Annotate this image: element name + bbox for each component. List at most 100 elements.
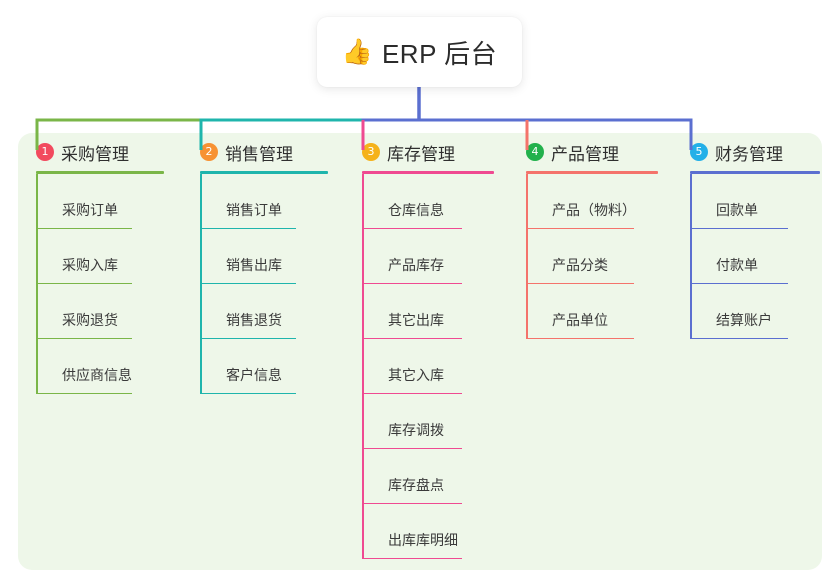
branch-item[interactable]: 产品库存: [362, 229, 514, 284]
branch-item-label: 产品分类: [552, 257, 608, 273]
branch-number-badge: 4: [526, 143, 544, 161]
branch-header[interactable]: 3 库存管理: [344, 133, 514, 171]
branch-item[interactable]: 仓库信息: [362, 174, 514, 229]
branch-item[interactable]: 库存调拨: [362, 394, 514, 449]
branch-item-label: 库存调拨: [388, 422, 444, 438]
branch-item-rule: [200, 282, 296, 284]
branch-items: 产品（物料） 产品分类产品单位: [508, 174, 678, 339]
branch-header[interactable]: 1 采购管理: [18, 133, 182, 171]
branch-columns: 1 采购管理采购订单采购入库采购退货供应商信息 2 销售管理销售订单销售出库销售退货客…: [18, 133, 822, 570]
branch-number-badge: 3: [362, 143, 380, 161]
branch-header[interactable]: 5 财务管理: [672, 133, 836, 171]
branch-item-rule: [690, 282, 788, 284]
branch-header-rule: [36, 171, 164, 174]
branch-item-rule: [362, 337, 462, 339]
branch-item[interactable]: 其它出库: [362, 284, 514, 339]
branch-items: 销售订单销售出库销售退货客户信息: [182, 174, 346, 394]
branch-title: 财务管理: [715, 144, 783, 164]
branch-item[interactable]: 销售退货: [200, 284, 346, 339]
branch-item-label: 仓库信息: [388, 202, 444, 218]
branch-item[interactable]: 供应商信息: [36, 339, 182, 394]
branch-item-rule: [362, 282, 462, 284]
branch-item[interactable]: 产品（物料）: [526, 174, 678, 229]
branch-item-rule: [526, 337, 634, 339]
branch-header-rule: [362, 171, 494, 174]
branch-number-badge: 1: [36, 143, 54, 161]
branch-item-rule: [36, 282, 132, 284]
branch-item-label: 出库库明细: [388, 532, 458, 548]
root-node[interactable]: 👍 ERP 后台: [317, 17, 522, 87]
branch-column: 2 销售管理销售订单销售出库销售退货客户信息: [182, 133, 346, 394]
branch-item-label: 销售出库: [226, 257, 282, 273]
branch-item-rule: [526, 282, 634, 284]
root-node-content: 👍 ERP 后台: [342, 34, 497, 71]
branch-item[interactable]: 付款单: [690, 229, 836, 284]
branch-item[interactable]: 其它入库: [362, 339, 514, 394]
branch-item[interactable]: 产品单位: [526, 284, 678, 339]
branch-item-rule: [362, 557, 462, 559]
branch-item-rule: [690, 337, 788, 339]
branch-column: 5 财务管理回款单付款单结算账户: [672, 133, 836, 339]
branch-header[interactable]: 4 产品管理: [508, 133, 678, 171]
branch-item-rule: [362, 502, 462, 504]
branch-item[interactable]: 产品分类: [526, 229, 678, 284]
branch-item-label: 采购入库: [62, 257, 118, 273]
branch-item-rule: [690, 227, 788, 229]
branch-item-rule: [526, 227, 634, 229]
root-node-title: ERP 后台: [381, 38, 498, 69]
branch-item-label: 产品库存: [388, 257, 444, 273]
branch-item-label: 产品单位: [552, 312, 608, 328]
branch-spine: [690, 174, 692, 339]
branch-item-label: 结算账户: [716, 312, 772, 328]
branch-item-label: 其它出库: [388, 312, 444, 328]
branch-item[interactable]: 采购入库: [36, 229, 182, 284]
branch-item-rule: [200, 337, 296, 339]
branch-item[interactable]: 销售订单: [200, 174, 346, 229]
branch-item[interactable]: 采购订单: [36, 174, 182, 229]
branch-item-rule: [36, 392, 132, 394]
branch-column: 3 库存管理仓库信息产品库存其它出库其它入库库存调拨库存盘点出库库明细: [344, 133, 514, 559]
branch-spine: [36, 174, 38, 394]
branch-spine: [200, 174, 202, 394]
branch-title: 采购管理: [61, 144, 129, 164]
branch-item-label: 供应商信息: [62, 367, 132, 383]
branch-spine: [526, 174, 528, 339]
branch-item[interactable]: 库存盘点: [362, 449, 514, 504]
branch-item-label: 采购订单: [62, 202, 118, 218]
branch-item-label: 采购退货: [62, 312, 118, 328]
branch-item-label: 回款单: [716, 202, 758, 218]
branch-item-label: 客户信息: [226, 367, 282, 383]
branch-title: 销售管理: [225, 144, 293, 164]
branch-number-badge: 5: [690, 143, 708, 161]
branch-item-rule: [36, 337, 132, 339]
thumbs-up-icon: 👍: [341, 37, 373, 66]
branch-column: 4 产品管理产品（物料） 产品分类产品单位: [508, 133, 678, 339]
branch-item-rule: [36, 227, 132, 229]
branch-item-rule: [362, 392, 462, 394]
branch-item-rule: [362, 227, 462, 229]
branch-item[interactable]: 回款单: [690, 174, 836, 229]
branch-items: 采购订单采购入库采购退货供应商信息: [18, 174, 182, 394]
branch-item[interactable]: 出库库明细: [362, 504, 514, 559]
diagram-panel: [18, 133, 822, 570]
branch-spine: [362, 174, 364, 559]
branch-item-rule: [362, 447, 462, 449]
branch-number-badge: 2: [200, 143, 218, 161]
branch-title: 库存管理: [387, 144, 455, 164]
branch-item-rule: [200, 227, 296, 229]
branch-item[interactable]: 结算账户: [690, 284, 836, 339]
branch-item-label: 产品（物料）: [552, 202, 636, 218]
branch-items: 回款单付款单结算账户: [672, 174, 836, 339]
branch-item-label: 其它入库: [388, 367, 444, 383]
branch-item[interactable]: 销售出库: [200, 229, 346, 284]
branch-item-label: 付款单: [716, 257, 758, 273]
branch-column: 1 采购管理采购订单采购入库采购退货供应商信息: [18, 133, 182, 394]
branch-item[interactable]: 采购退货: [36, 284, 182, 339]
branch-item-rule: [200, 392, 296, 394]
branch-header[interactable]: 2 销售管理: [182, 133, 346, 171]
branch-header-rule: [200, 171, 328, 174]
branch-header-rule: [690, 171, 820, 174]
branch-item-label: 销售订单: [226, 202, 282, 218]
branch-item[interactable]: 客户信息: [200, 339, 346, 394]
branch-title: 产品管理: [551, 144, 619, 164]
